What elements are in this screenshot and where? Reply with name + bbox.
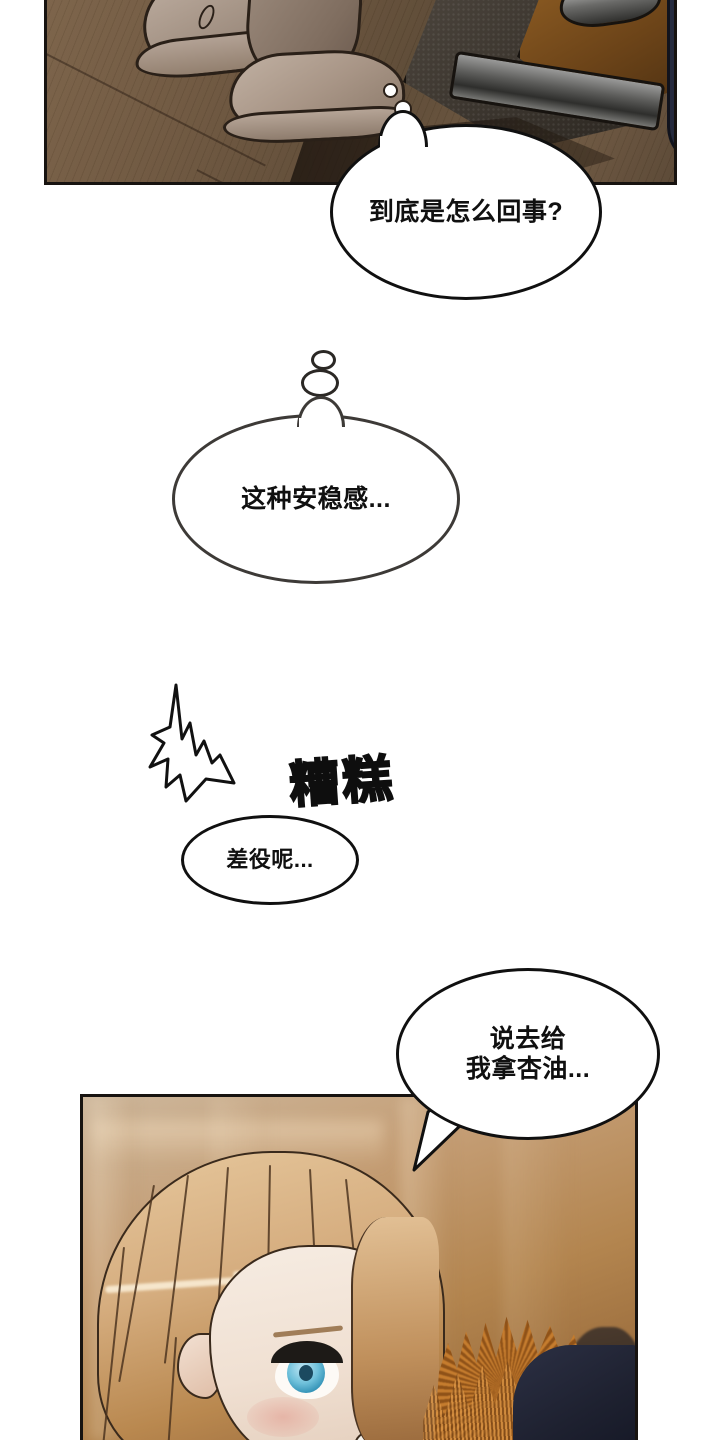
speech-bubble-4-line-2: 我拿杏油... [465, 1055, 591, 1083]
boot-stud-icon [383, 83, 398, 98]
speech-bubble-3-text: 差役呢... [226, 846, 314, 872]
speech-bubble-3: 差役呢... [181, 815, 359, 905]
speech-bubble-1-text: 到底是怎么回事? [368, 197, 564, 226]
second-figure-shoulder [513, 1345, 635, 1440]
speech-bubble-1: 到底是怎么回事? [330, 124, 602, 300]
cheek-blush [247, 1397, 319, 1437]
panel-top-boots [44, 0, 677, 185]
hair-front-lock [351, 1217, 439, 1440]
thought-dot-small-icon [311, 350, 336, 370]
speech-bubble-4-text: 说去给 我拿杏油... [466, 1024, 590, 1085]
thought-bubble-2-text: 这种安稳感... [241, 484, 391, 513]
sound-effect-text: 糟糕 [286, 748, 398, 815]
speech-bubble-4-line-1: 说去给 [489, 1024, 567, 1053]
bubble-1-tail-mask [380, 136, 422, 148]
jagged-impact-burst-icon [148, 683, 236, 803]
pupil-left [299, 1365, 313, 1381]
panel-bottom-character [80, 1094, 638, 1440]
thought-dot-large-icon [301, 369, 339, 397]
thought-bubble-2: 这种安稳感... [172, 414, 460, 584]
eyelid-left [271, 1341, 343, 1363]
bubble-2-tail-mask [299, 418, 339, 428]
speech-bubble-4: 说去给 我拿杏油... [396, 968, 660, 1140]
navy-garment-edge [667, 0, 674, 159]
